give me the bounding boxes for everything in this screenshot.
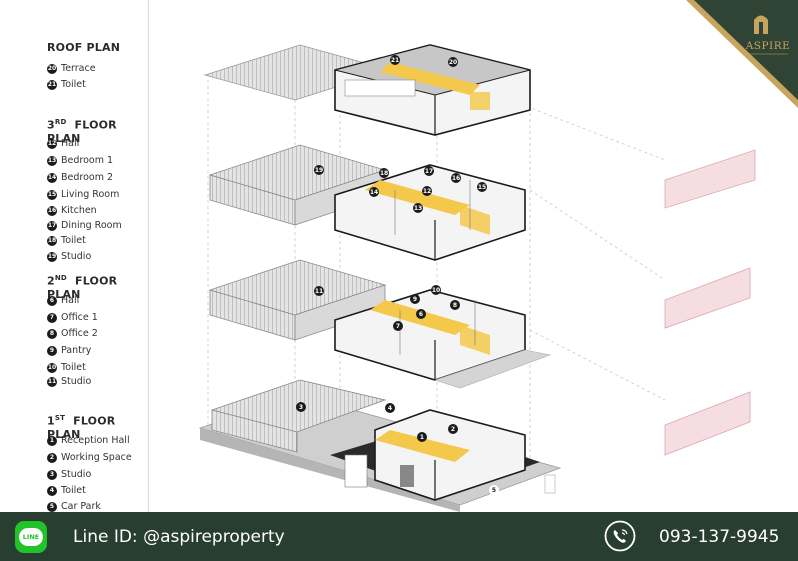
room-marker-6: 6 [416, 309, 426, 319]
line-id-text: Line ID: @aspireproperty [73, 527, 285, 547]
svg-text:15: 15 [478, 184, 486, 191]
contact-footer: LINE Line ID: @aspireproperty 093-137-99… [0, 512, 798, 561]
svg-text:9: 9 [413, 296, 417, 303]
room-marker-13: 13 [413, 203, 423, 213]
room-marker-12: 12 [422, 186, 432, 196]
room-marker-2: 2 [448, 424, 458, 434]
svg-text:5: 5 [492, 487, 496, 494]
svg-text:20: 20 [449, 59, 457, 66]
room-markers: 21 20 19 18 17 16 15 14 12 13 11 10 9 8 … [296, 55, 499, 495]
phone-number-text[interactable]: 093-137-9945 [659, 527, 780, 547]
line-app-icon[interactable]: LINE [15, 521, 47, 553]
side-panels [664, 149, 756, 456]
room-marker-11: 11 [314, 286, 324, 296]
svg-text:6: 6 [419, 311, 423, 318]
second-floor-plan-title: 2ND FLOOR PLAN [47, 274, 118, 301]
svg-text:13: 13 [414, 205, 422, 212]
svg-text:11: 11 [315, 288, 323, 295]
exploded-isometric-diagram: 21 20 19 18 17 16 15 14 12 13 11 10 9 8 … [198, 44, 756, 512]
svg-text:21: 21 [391, 57, 399, 64]
room-marker-16: 16 [451, 173, 461, 183]
svg-text:17: 17 [425, 168, 433, 175]
room-marker-8: 8 [450, 300, 460, 310]
phone-icon[interactable] [604, 520, 636, 552]
svg-text:19: 19 [315, 167, 323, 174]
second-floor-level [208, 259, 552, 389]
room-marker-3: 3 [296, 402, 306, 412]
svg-text:10: 10 [432, 287, 440, 294]
room-marker-7: 7 [393, 321, 403, 331]
room-marker-9: 9 [410, 294, 420, 304]
svg-text:7: 7 [396, 323, 400, 330]
room-marker-14: 14 [369, 187, 379, 197]
room-marker-19: 19 [314, 165, 324, 175]
first-floor-level [198, 379, 562, 512]
svg-text:4: 4 [388, 405, 392, 412]
room-marker-10: 10 [431, 285, 441, 295]
room-marker-4: 4 [385, 403, 395, 413]
svg-text:18: 18 [380, 170, 388, 177]
svg-text:16: 16 [452, 175, 460, 182]
room-marker-1: 1 [417, 432, 427, 442]
third-floor-plan-title: 3RD FLOOR PLAN [47, 118, 117, 145]
svg-text:1: 1 [420, 434, 424, 441]
room-marker-17: 17 [424, 166, 434, 176]
room-marker-15: 15 [477, 182, 487, 192]
room-marker-5: 5 [489, 485, 499, 495]
svg-text:14: 14 [370, 189, 378, 196]
svg-text:2: 2 [451, 426, 455, 433]
logo-text: ASPIRE [745, 40, 791, 52]
roof-plan-title: ROOF PLAN [47, 41, 121, 54]
svg-text:8: 8 [453, 302, 457, 309]
room-marker-21: 21 [390, 55, 400, 65]
svg-text:3: 3 [299, 404, 303, 411]
aspire-logo: ASPIRE [686, 0, 798, 108]
room-marker-18: 18 [379, 168, 389, 178]
line-badge-text: LINE [19, 528, 43, 546]
room-marker-20: 20 [448, 57, 458, 67]
roof-level [203, 44, 531, 136]
svg-text:12: 12 [423, 188, 431, 195]
third-floor-level [208, 144, 526, 261]
